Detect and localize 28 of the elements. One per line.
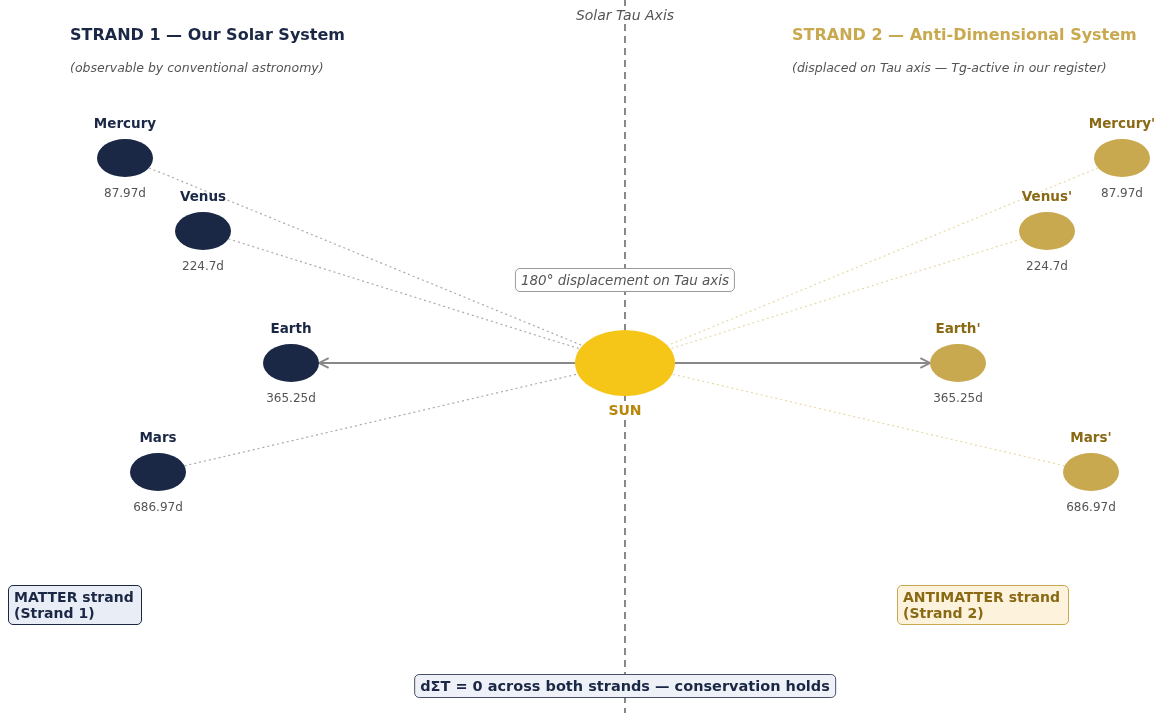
orbital-period: 686.97d bbox=[1066, 500, 1116, 514]
orbital-period: 365.25d bbox=[933, 391, 983, 405]
planet-name: Venus bbox=[179, 187, 227, 205]
planet-name: Mercury' bbox=[1088, 114, 1156, 132]
orbital-period: 87.97d bbox=[104, 186, 146, 200]
strand-heading: STRAND 2 — Anti-Dimensional System bbox=[792, 26, 1137, 44]
strand-subtitle: (displaced on Tau axis — Tg-active in our register) bbox=[792, 59, 1107, 77]
strand-subtitle: (observable by conventional astronomy) bbox=[70, 59, 324, 77]
planet-name: Venus' bbox=[1021, 187, 1073, 205]
orbital-period: 686.97d bbox=[133, 500, 183, 514]
arrow bbox=[674, 357, 931, 369]
displacement-label-box: 180° displacement on Tau axis bbox=[514, 268, 736, 292]
planet-name: Mars bbox=[139, 428, 177, 446]
planet-name: Mercury bbox=[93, 114, 157, 132]
conservation-note-box: dΣT = 0 across both strands — conservation holds bbox=[414, 674, 836, 698]
planet-name: Earth' bbox=[935, 319, 981, 337]
planet-name: Mars' bbox=[1070, 428, 1112, 446]
orbital-period: 224.7d bbox=[182, 259, 224, 273]
dotted-line bbox=[183, 373, 579, 467]
strand-label-box: MATTER strand (Strand 1) bbox=[8, 585, 142, 625]
planet-name: Earth bbox=[270, 319, 312, 337]
orbital-period: 365.25d bbox=[266, 391, 316, 405]
orbital-period: 87.97d bbox=[1101, 186, 1143, 200]
strand-label-box: ANTIMATTER strand (Strand 2) bbox=[897, 585, 1069, 625]
arrow bbox=[318, 357, 576, 369]
orbital-period: 224.7d bbox=[1026, 259, 1068, 273]
strand-heading: STRAND 1 — Our Solar System bbox=[70, 26, 345, 44]
dotted-line bbox=[671, 373, 1066, 467]
